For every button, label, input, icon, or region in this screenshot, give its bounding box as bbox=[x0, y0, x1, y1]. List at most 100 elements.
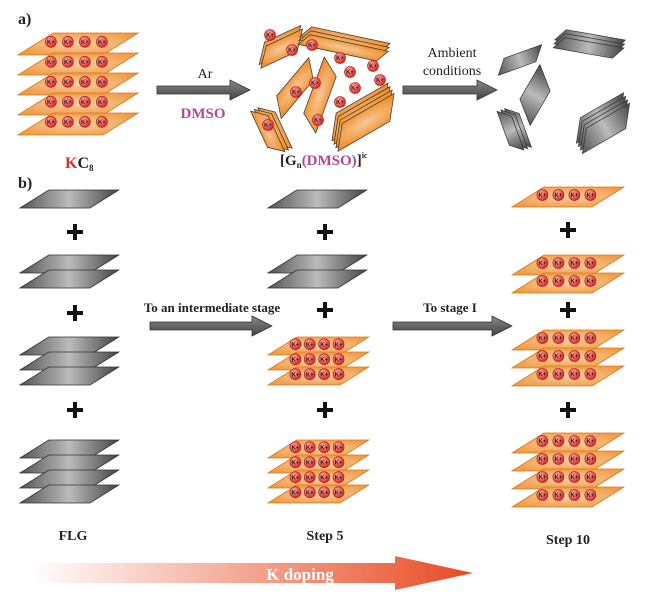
k-ion-circle bbox=[289, 338, 302, 351]
k-ion: K+ bbox=[332, 456, 345, 469]
k-ion-label: K+ bbox=[320, 445, 328, 451]
graphene-sheet bbox=[18, 484, 121, 504]
k-ion-circle bbox=[552, 350, 565, 362]
graphene-sheet bbox=[18, 189, 121, 209]
k-ion: K+ bbox=[584, 435, 597, 447]
k-ion-label: K+ bbox=[291, 490, 299, 496]
k-doping-arrow bbox=[30, 556, 473, 590]
k-ion-circle bbox=[568, 471, 581, 483]
doped-graphene-sheet bbox=[16, 52, 140, 76]
k-ion: K+ bbox=[45, 55, 57, 68]
k-ion: K+ bbox=[332, 486, 345, 499]
k-ion-label: K+ bbox=[291, 445, 299, 451]
k-ion-label: K+ bbox=[306, 475, 314, 481]
ion-layer: K+K+K+K+K+K+K+K+K+K+K+K+K+K+K+K+K+K+K+K+… bbox=[45, 29, 597, 501]
k-ion-circle bbox=[568, 453, 581, 465]
k-ion-circle bbox=[584, 453, 597, 465]
k-ion-label: K+ bbox=[47, 100, 55, 106]
k-ion-circle bbox=[332, 456, 345, 469]
k-ion-circle bbox=[79, 116, 91, 128]
k-ion-label: K+ bbox=[335, 460, 343, 466]
k-ion: K+ bbox=[318, 338, 330, 351]
k-ion: K+ bbox=[79, 96, 91, 108]
k-ion-label: K+ bbox=[81, 100, 89, 106]
k-ion: K+ bbox=[62, 35, 74, 48]
k-ion-circle bbox=[552, 453, 565, 465]
k-ion: K+ bbox=[318, 486, 330, 499]
k-ion: K+ bbox=[552, 350, 565, 362]
k-ion-label: K+ bbox=[306, 372, 314, 378]
k-ion-circle bbox=[318, 441, 330, 454]
k-ion: K+ bbox=[318, 471, 330, 484]
k-ion-label: K+ bbox=[554, 354, 562, 360]
k-ion-label: K+ bbox=[311, 81, 319, 87]
doped-graphene-sheet bbox=[510, 186, 626, 208]
k-ion-label: K+ bbox=[308, 43, 316, 49]
k-ion-circle bbox=[552, 275, 565, 287]
k-ion-circle bbox=[303, 486, 316, 499]
k-ion-label: K+ bbox=[570, 439, 578, 445]
k-ion-circle bbox=[584, 435, 597, 447]
k-ion-circle bbox=[568, 435, 581, 447]
k-ion: K+ bbox=[303, 456, 316, 469]
k-ion: K+ bbox=[309, 77, 321, 89]
k-ion-label: K+ bbox=[335, 475, 343, 481]
k-ion: K+ bbox=[552, 368, 565, 380]
k-ion: K+ bbox=[536, 368, 549, 380]
plus-sign bbox=[560, 302, 576, 318]
k-ion-label: K+ bbox=[47, 60, 55, 66]
k-ion: K+ bbox=[318, 368, 330, 381]
k-ion: K+ bbox=[289, 441, 302, 454]
flake-layer bbox=[497, 44, 543, 76]
k-ion-circle bbox=[584, 489, 597, 501]
k-ion: K+ bbox=[79, 76, 91, 88]
k-ion: K+ bbox=[536, 471, 549, 483]
k-ion: K+ bbox=[568, 368, 581, 380]
k-ion-label: K+ bbox=[538, 193, 546, 199]
k-ion: K+ bbox=[536, 332, 549, 344]
k-ion: K+ bbox=[568, 453, 581, 465]
k-ion: K+ bbox=[552, 471, 565, 483]
arrow-ar-dmso bbox=[156, 79, 251, 101]
k-ion-label: K+ bbox=[570, 475, 578, 481]
k-ion: K+ bbox=[318, 353, 330, 366]
k-ion-circle bbox=[62, 96, 74, 108]
k-ion-circle bbox=[334, 52, 346, 64]
k-ion-circle bbox=[552, 368, 565, 380]
exfoliated-doped-flake bbox=[303, 56, 337, 134]
k-ion-label: K+ bbox=[98, 120, 106, 126]
k-ion: K+ bbox=[96, 116, 108, 128]
k-ion-label: K+ bbox=[306, 445, 314, 451]
k-ion: K+ bbox=[334, 96, 346, 108]
k-ion-circle bbox=[264, 29, 276, 41]
k-ion-label: K+ bbox=[586, 475, 594, 481]
graphene-sheet bbox=[18, 269, 121, 289]
k-ion-label: K+ bbox=[586, 372, 594, 378]
k-ion-circle bbox=[318, 456, 330, 469]
k-ion: K+ bbox=[290, 86, 302, 98]
k-ion-label: K+ bbox=[570, 354, 578, 360]
k-ion-label: K+ bbox=[538, 439, 546, 445]
k-ion: K+ bbox=[289, 471, 302, 484]
k-ion: K+ bbox=[536, 435, 549, 447]
flake-layer bbox=[519, 63, 551, 127]
k-ion-label: K+ bbox=[64, 80, 72, 86]
k-ion-circle bbox=[289, 368, 302, 381]
k-ion-circle bbox=[344, 66, 356, 78]
k-ion-label: K+ bbox=[538, 354, 546, 360]
k-ion-circle bbox=[332, 486, 345, 499]
k-ion-label: K+ bbox=[291, 372, 299, 378]
flake-layer bbox=[249, 110, 286, 153]
k-ion-label: K+ bbox=[335, 357, 343, 363]
arrow-ambient bbox=[402, 79, 498, 101]
k-ion: K+ bbox=[536, 489, 549, 501]
k-ion-label: K+ bbox=[538, 475, 546, 481]
k-ion-circle bbox=[62, 55, 74, 68]
k-ion: K+ bbox=[45, 35, 57, 48]
k-ion: K+ bbox=[289, 353, 302, 366]
k-ion-circle bbox=[552, 332, 565, 344]
k-ion-circle bbox=[536, 471, 549, 483]
k-ion: K+ bbox=[334, 52, 346, 64]
k-ion: K+ bbox=[552, 453, 565, 465]
k-ion-circle bbox=[584, 350, 597, 362]
